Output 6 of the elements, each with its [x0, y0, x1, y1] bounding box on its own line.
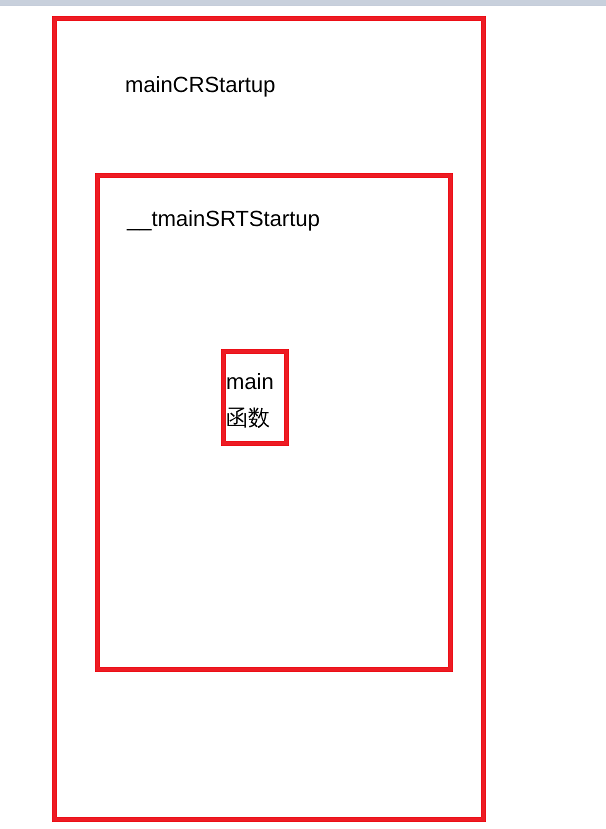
nested-box — [221, 349, 289, 446]
nested-box — [52, 16, 486, 822]
nested-box — [95, 173, 453, 672]
box-label: mainCRStartup — [125, 71, 276, 99]
box-label: main函数 — [226, 368, 275, 432]
box-label: __tmainSRTStartup — [127, 205, 320, 233]
